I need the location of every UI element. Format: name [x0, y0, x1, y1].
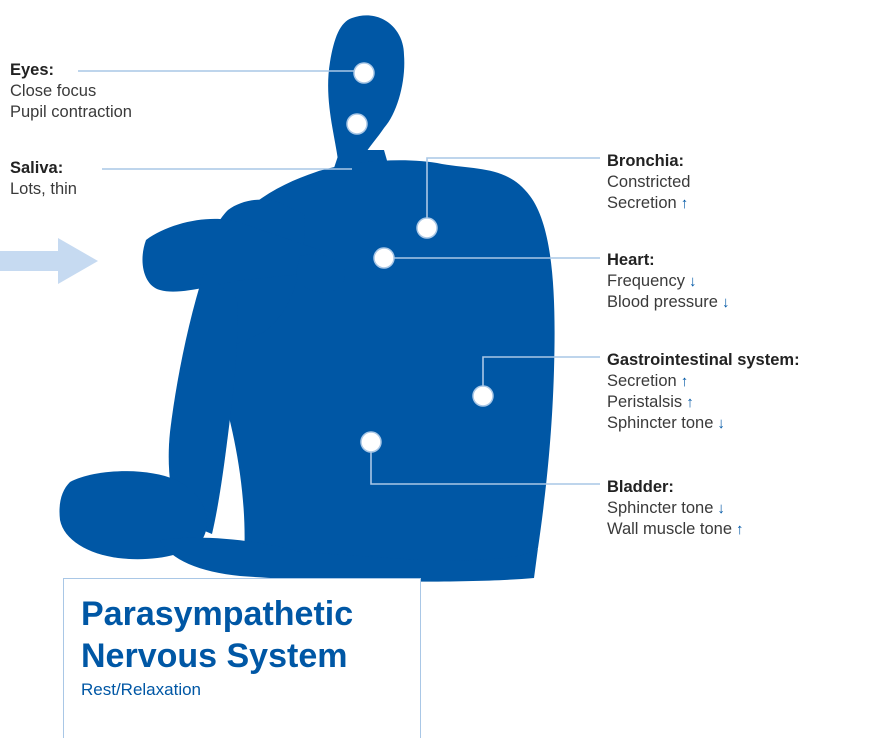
bladder-line-1: Sphincter tone — [607, 499, 713, 517]
heart-title: Heart: — [607, 250, 729, 271]
arrow-down-icon: ↓ — [717, 500, 725, 517]
saliva-line-1: Lots, thin — [10, 179, 77, 200]
bladder-line-2: Wall muscle tone — [607, 520, 732, 538]
bronchia-line-1: Constricted — [607, 172, 690, 193]
gi-line-3: Sphincter tone — [607, 414, 713, 432]
marker-bladder — [361, 432, 381, 452]
label-gi: Gastrointestinal system: Secretion↑ Peri… — [607, 350, 800, 434]
gi-title: Gastrointestinal system: — [607, 350, 800, 371]
arrow-down-icon: ↓ — [722, 294, 730, 311]
heart-line-1: Frequency — [607, 272, 685, 290]
label-saliva: Saliva: Lots, thin — [10, 158, 77, 200]
arrow-up-icon: ↑ — [686, 394, 694, 411]
heart-line-2: Blood pressure — [607, 293, 718, 311]
label-bronchia: Bronchia: Constricted Secretion↑ — [607, 151, 690, 214]
bronchia-title: Bronchia: — [607, 151, 690, 172]
marker-eyes — [354, 63, 374, 83]
arrow-down-icon: ↓ — [717, 415, 725, 432]
title-line-2: Nervous System — [81, 635, 353, 677]
bladder-title: Bladder: — [607, 477, 744, 498]
arrow-up-icon: ↑ — [681, 195, 689, 212]
diagram-title: Parasympathetic Nervous System — [81, 593, 353, 677]
diagram-subtitle: Rest/Relaxation — [81, 680, 201, 700]
marker-heart — [374, 248, 394, 268]
eyes-title: Eyes: — [10, 60, 132, 81]
marker-gi — [473, 386, 493, 406]
saliva-title: Saliva: — [10, 158, 77, 179]
marker-saliva — [347, 114, 367, 134]
gi-line-1: Secretion — [607, 372, 677, 390]
gi-line-2: Peristalsis — [607, 393, 682, 411]
eyes-line-2: Pupil contraction — [10, 102, 132, 123]
arrow-up-icon: ↑ — [736, 521, 744, 538]
right-arrow-icon — [0, 238, 98, 284]
title-line-1: Parasympathetic — [81, 593, 353, 635]
marker-bronchia — [417, 218, 437, 238]
bronchia-line-2: Secretion — [607, 194, 677, 212]
eyes-line-1: Close focus — [10, 81, 132, 102]
label-bladder: Bladder: Sphincter tone↓ Wall muscle ton… — [607, 477, 744, 540]
label-eyes: Eyes: Close focus Pupil contraction — [10, 60, 132, 123]
label-heart: Heart: Frequency↓ Blood pressure↓ — [607, 250, 729, 313]
arrow-down-icon: ↓ — [689, 273, 697, 290]
arrow-up-icon: ↑ — [681, 373, 689, 390]
person-silhouette — [59, 15, 554, 581]
